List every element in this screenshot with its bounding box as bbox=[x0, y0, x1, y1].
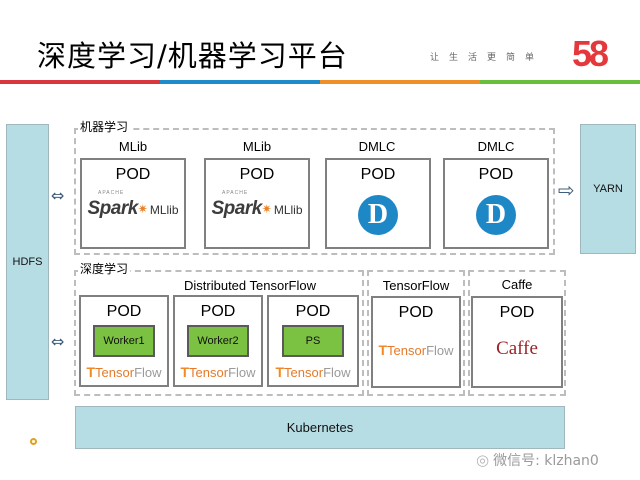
machine-learning-label: 机器学习 bbox=[78, 120, 131, 134]
tf-tensor-word: Tensor bbox=[189, 365, 229, 380]
pod-tensorflow: POD TTensorFlow bbox=[371, 296, 461, 388]
pod-title: POD bbox=[295, 303, 331, 320]
tensorflow-logo: TTensorFlow bbox=[269, 364, 357, 381]
logo-text: 58 bbox=[572, 33, 609, 74]
distributed-tensorflow-group bbox=[74, 270, 364, 396]
bullet-dot-icon bbox=[30, 438, 37, 445]
pod-worker2: POD Worker2 TTensorFlow bbox=[173, 295, 263, 387]
color-bar-green bbox=[480, 80, 640, 84]
pod-title: POD bbox=[499, 304, 535, 321]
dmlc-logo-icon: D bbox=[358, 195, 398, 235]
pod-title: POD bbox=[398, 304, 434, 321]
tensorflow-logo: TTensorFlow bbox=[81, 364, 167, 381]
double-arrow-icon: ⇔ bbox=[51, 332, 65, 351]
kubernetes-label: Kubernetes bbox=[286, 420, 354, 435]
apache-tag: APACHE bbox=[222, 190, 249, 196]
color-bar-blue bbox=[160, 80, 320, 84]
tensorflow-icon: T bbox=[180, 364, 190, 380]
caffe-logo: Caffe bbox=[496, 338, 538, 359]
slogan: 让生活更简单 bbox=[430, 53, 545, 63]
tf-flow-word: Flow bbox=[134, 365, 162, 380]
header-color-bar bbox=[0, 80, 640, 84]
pod-title: POD bbox=[478, 166, 514, 183]
yarn-box: YARN bbox=[580, 124, 636, 254]
tf-tensor-word: Tensor bbox=[95, 365, 135, 380]
column-label: MLib bbox=[118, 139, 148, 154]
page-title: 深度学习/机器学习平台 bbox=[37, 39, 348, 73]
tensorflow-icon: T bbox=[86, 364, 96, 380]
pod-dmlc-2: POD D bbox=[443, 158, 549, 249]
tf-flow-word: Flow bbox=[323, 365, 351, 380]
column-label: MLib bbox=[242, 139, 272, 154]
tf-flow-word: Flow bbox=[426, 343, 454, 358]
pod-spark-1: POD APACHE Spark✷MLlib bbox=[80, 158, 186, 249]
spark-star-icon: ✷ bbox=[137, 202, 148, 216]
pod-title: POD bbox=[239, 166, 275, 183]
tf-tensor-word: Tensor bbox=[284, 365, 324, 380]
spark-word: Spark bbox=[87, 198, 138, 219]
mllib-word: MLlib bbox=[149, 203, 179, 217]
tf-flow-word: Flow bbox=[228, 365, 256, 380]
pod-worker1: POD Worker1 TTensorFlow bbox=[79, 295, 169, 387]
spark-star-icon: ✷ bbox=[261, 202, 272, 216]
pod-spark-2: POD APACHE Spark✷MLlib bbox=[204, 158, 310, 249]
color-bar-orange bbox=[320, 80, 480, 84]
tf-tensor-word: Tensor bbox=[387, 343, 427, 358]
machine-learning-group bbox=[74, 128, 555, 255]
pod-caffe: POD Caffe bbox=[471, 296, 563, 388]
spark-mllib-logo: Spark✷MLlib bbox=[206, 198, 308, 221]
watermark: ◎微信号: klzhan0 bbox=[476, 452, 599, 469]
pod-title: POD bbox=[115, 166, 151, 183]
apache-tag: APACHE bbox=[98, 190, 125, 196]
brand-logo: 58 bbox=[572, 33, 609, 74]
dmlc-logo-icon: D bbox=[476, 195, 516, 235]
pod-title: POD bbox=[360, 166, 396, 183]
tensorflow-icon: T bbox=[275, 364, 285, 380]
mllib-word: MLlib bbox=[273, 203, 303, 217]
tensorflow-icon: T bbox=[378, 342, 388, 358]
tensorflow-logo: TTensorFlow bbox=[175, 364, 261, 381]
column-label: DMLC bbox=[358, 139, 396, 154]
pod-title: POD bbox=[106, 303, 142, 320]
right-arrow-icon: ⇨ bbox=[558, 178, 575, 202]
wechat-icon: ◎ bbox=[476, 451, 490, 469]
caffe-label: Caffe bbox=[501, 277, 533, 292]
hdfs-box: HDFS bbox=[6, 124, 49, 400]
distributed-tensorflow-label: Distributed TensorFlow bbox=[184, 278, 316, 293]
pod-dmlc-1: POD D bbox=[325, 158, 431, 249]
yarn-label: YARN bbox=[593, 183, 623, 195]
tensorflow-logo: TTensorFlow bbox=[373, 342, 459, 359]
spark-word: Spark bbox=[211, 198, 262, 219]
kubernetes-box: Kubernetes bbox=[75, 406, 565, 449]
tensorflow-label: TensorFlow bbox=[382, 278, 450, 293]
role-worker1: Worker1 bbox=[93, 325, 155, 357]
tensorflow-group bbox=[367, 270, 465, 396]
role-worker2: Worker2 bbox=[187, 325, 249, 357]
double-arrow-icon: ⇔ bbox=[51, 186, 65, 205]
watermark-text: 微信号: klzhan0 bbox=[493, 453, 599, 469]
deep-learning-label: 深度学习 bbox=[78, 262, 131, 276]
role-ps: PS bbox=[282, 325, 344, 357]
pod-ps: POD PS TTensorFlow bbox=[267, 295, 359, 387]
caffe-group bbox=[468, 270, 566, 396]
column-label: DMLC bbox=[477, 139, 515, 154]
spark-mllib-logo: Spark✷MLlib bbox=[82, 198, 184, 221]
pod-title: POD bbox=[200, 303, 236, 320]
hdfs-label: HDFS bbox=[12, 256, 43, 268]
color-bar-red bbox=[0, 80, 160, 84]
